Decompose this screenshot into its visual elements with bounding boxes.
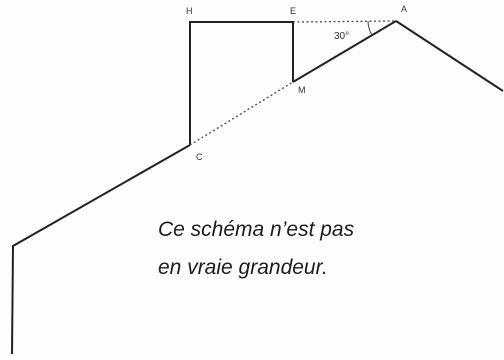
label-angle: 30° (334, 31, 349, 42)
segment-cm-dotted (189, 81, 294, 146)
angle-arc (367, 20, 373, 36)
note-line-2: en vraie grandeur. (158, 256, 328, 279)
label-point-m: M (298, 85, 306, 95)
segment-ea-dotted (292, 20, 397, 23)
roof-outline (11, 144, 191, 355)
label-point-a: A (401, 4, 407, 14)
note-line-1: Ce schéma n’est pas (158, 218, 355, 241)
label-point-c: C (196, 152, 203, 162)
dormer-outline (189, 21, 294, 145)
label-point-h: H (186, 6, 193, 16)
label-point-e: E (290, 6, 296, 16)
roof-slope-right (395, 20, 504, 92)
roof-slope-upper (292, 20, 397, 83)
